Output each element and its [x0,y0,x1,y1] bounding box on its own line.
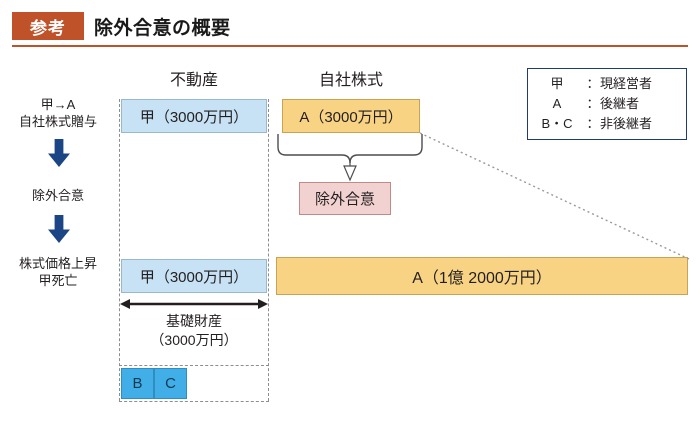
base-asset-caption-line1: 基礎財産 [166,313,222,329]
double-arrow-svg [120,299,268,309]
reference-badge: 参考 [12,12,84,40]
legend-row: B・C ： 非後継者 [528,114,686,134]
dotted-connector-svg [419,132,690,260]
column-title-company-shares: 自社株式 [318,72,383,89]
curly-brace-icon [276,133,424,183]
dotted-connector-line [415,128,693,263]
dashed-frame-bottom-rule [119,401,269,402]
stage-label-exclusion-line1: 除外合意 [31,188,84,203]
down-arrow-icon [48,215,70,243]
box-shares-top: A（3000万円） [282,99,420,133]
box-shares-bottom: A（1億 2000万円） [276,257,688,295]
legend-separator: ： [586,76,600,91]
box-real-estate-top: 甲（3000万円） [121,99,267,133]
header-divider [12,45,688,47]
column-title-real-estate: 不動産 [169,72,218,89]
stage-label-death-line1: 株式価格上昇 [18,256,97,271]
legend-box: 甲 ： 現経営者 A ： 後継者 B・C ： 非後継者 [527,68,687,140]
base-asset-caption: 基礎財産 （3000万円） [119,312,269,350]
legend-value: 非後継者 [600,116,653,131]
stage-label-gift: 甲→A 自社株式贈与 [3,96,113,130]
box-heir-b: B [121,368,154,399]
legend-key: B・C [541,116,573,131]
down-arrow-icon [48,139,70,167]
stage-label-gift-line2: 自社株式贈与 [18,114,97,129]
stage-label-death-line2: 甲死亡 [38,273,78,288]
legend-value: 後継者 [600,96,640,111]
box-heir-c: C [154,368,187,399]
legend-separator: ： [586,116,600,131]
legend-row: A ： 後継者 [528,94,686,114]
curly-brace-svg [277,134,423,182]
legend-key: 甲 [550,76,564,91]
stage-label-gift-line1: 甲→A [40,97,76,112]
dashed-frame-right-edge [268,99,269,401]
box-real-estate-bottom: 甲（3000万円） [121,259,267,293]
base-asset-caption-line2: （3000万円） [150,332,238,348]
page-title: 除外合意の概要 [94,17,231,39]
box-exclusion-agreement: 除外合意 [299,182,391,215]
legend-row: 甲 ： 現経営者 [528,74,686,94]
dashed-frame-middle-rule [119,365,269,366]
stage-label-exclusion: 除外合意 [3,187,113,204]
dashed-frame-left-edge [119,99,120,401]
base-asset-measure-arrow-icon [119,297,269,311]
legend-key: A [552,96,562,111]
legend-separator: ： [586,96,600,111]
legend-value: 現経営者 [600,76,653,91]
stage-label-price-rise-death: 株式価格上昇 甲死亡 [3,255,113,289]
